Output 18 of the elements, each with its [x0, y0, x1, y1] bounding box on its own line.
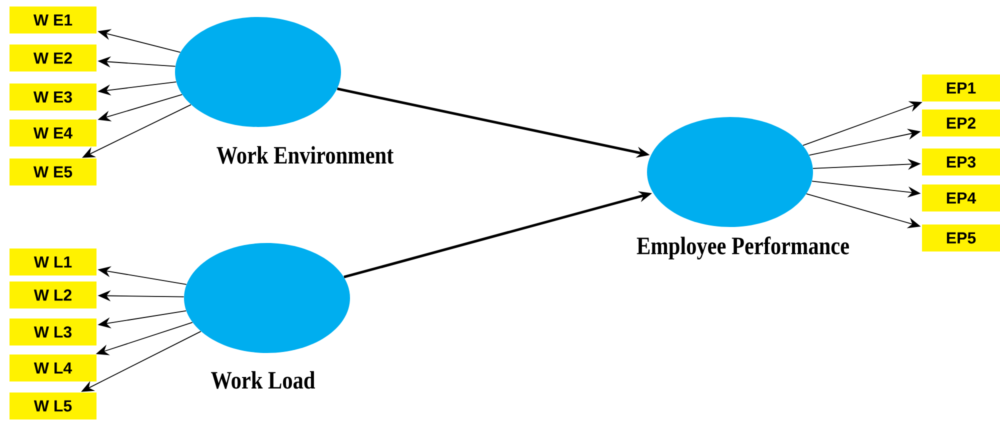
indicator-box: W L4 [10, 354, 96, 382]
indicator-box: EP3 [922, 148, 1000, 176]
indicator-box: EP4 [922, 184, 1000, 212]
indicator-box: W L3 [10, 318, 96, 346]
indicator-box: W E5 [10, 158, 96, 186]
construct-label: Employee Performance [636, 236, 849, 260]
indicator-box: W L1 [10, 248, 96, 276]
indicator-box: W E4 [10, 120, 96, 146]
indicator-box: W L2 [10, 282, 96, 308]
indicator-box: EP2 [922, 110, 1000, 136]
construct-label: Work Environment [216, 146, 394, 164]
indicator-box: W E2 [10, 44, 96, 72]
indicator-box: W L5 [10, 392, 96, 420]
indicator-box: W E3 [10, 84, 96, 110]
indicator-box: EP1 [922, 74, 1000, 102]
indicator-box: EP5 [922, 224, 1000, 252]
indicator-box: W E1 [10, 6, 96, 34]
construct-label: Work Load [211, 371, 315, 389]
